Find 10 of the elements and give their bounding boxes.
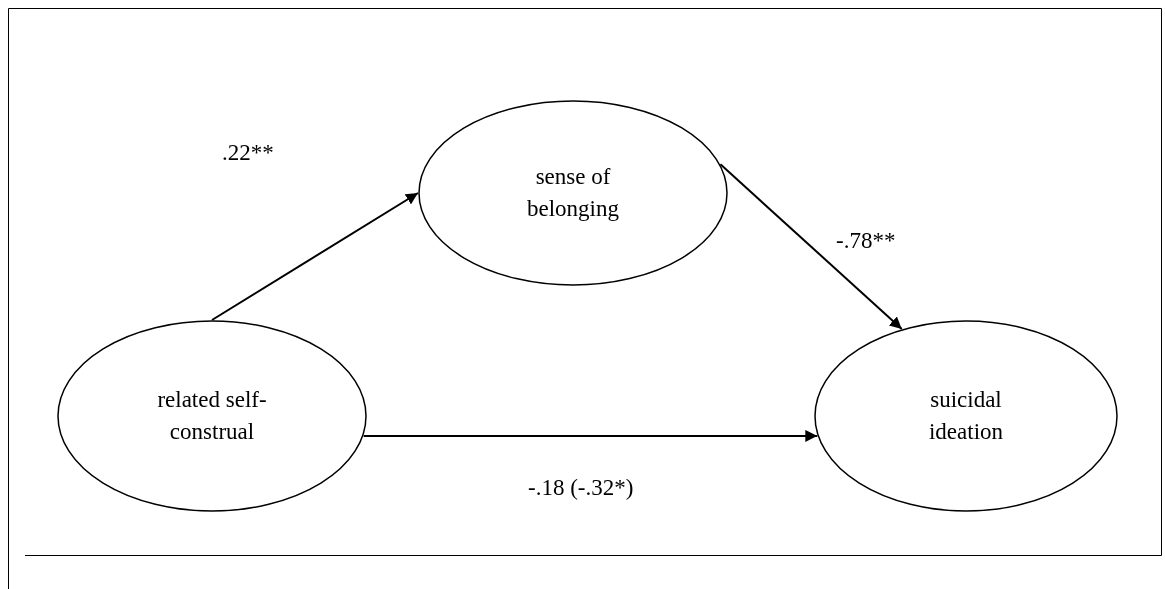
node-label: sense of belonging <box>526 163 620 223</box>
ellipse-node <box>418 100 728 286</box>
ellipse-node <box>814 320 1118 512</box>
arrow <box>362 429 819 442</box>
arrow <box>211 192 419 321</box>
ellipse-node <box>57 320 367 512</box>
node-label: suicidal ideation <box>927 386 1005 446</box>
edge-label: -.18 (-.32*) <box>528 475 634 501</box>
node-label: related self-construal <box>156 386 268 446</box>
arrow <box>719 163 903 330</box>
